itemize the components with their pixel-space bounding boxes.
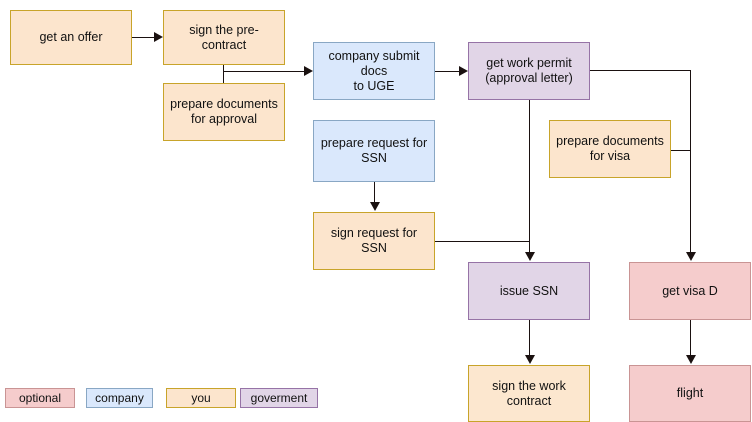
node-label: prepare documents for approval <box>170 97 278 126</box>
node-company-submit-docs-to-uge[interactable]: company submit docs to UGE <box>313 42 435 100</box>
edge-precontract-to-submit-arrow <box>304 66 313 76</box>
legend-label: you <box>191 391 211 405</box>
edge-precontract-to-submit-line <box>223 71 304 73</box>
legend-item-you: you <box>166 388 236 408</box>
legend-label: company <box>95 391 144 405</box>
edge-workpermit-to-getvisa-trunk <box>690 70 692 254</box>
node-label: sign the work contract <box>492 378 566 408</box>
node-prepare-request-for-ssn[interactable]: prepare request for SSN <box>313 120 435 182</box>
node-flight[interactable]: flight <box>629 365 751 422</box>
edge-submit-to-workpermit-arrow <box>459 66 468 76</box>
edge-offer-to-precontract-line <box>132 37 154 39</box>
edge-getvisa-to-flight-arrow <box>686 355 696 364</box>
node-label: prepare request for SSN <box>320 136 428 165</box>
node-prepare-documents-for-approval[interactable]: prepare documents for approval <box>163 83 285 141</box>
edge-offer-to-precontract-arrow <box>154 32 163 42</box>
legend-item-company: company <box>86 388 153 408</box>
legend-item-optional: optional <box>5 388 75 408</box>
edge-precontract-to-prepdocs-line <box>223 65 225 83</box>
legend-label: optional <box>18 391 62 405</box>
legend-label: goverment <box>250 391 308 405</box>
edge-workpermit-to-issuessn-arrow <box>525 252 535 261</box>
node-get-visa-d[interactable]: get visa D <box>629 262 751 320</box>
node-label: get visa D <box>662 283 718 298</box>
edge-issuessn-to-workcontract-line <box>529 320 531 357</box>
legend-item-goverment: goverment <box>240 388 318 408</box>
node-label: sign the pre-contract <box>189 22 259 52</box>
edge-prepssn-to-signssn-arrow <box>370 202 380 211</box>
edge-signssn-to-issuessn-line <box>435 241 530 243</box>
node-get-an-offer[interactable]: get an offer <box>10 10 132 65</box>
node-prepare-documents-for-visa[interactable]: prepare documents for visa <box>549 120 671 178</box>
edge-prepssn-to-signssn-line <box>374 182 376 204</box>
edge-workpermit-to-issuessn-line <box>529 100 531 252</box>
edge-submit-to-workpermit-line <box>435 71 459 73</box>
edge-getvisa-to-flight-line <box>690 320 692 357</box>
node-label: get work permit (approval letter) <box>485 56 573 85</box>
edge-visadocs-to-getvisa-line <box>671 150 691 152</box>
node-get-work-permit[interactable]: get work permit (approval letter) <box>468 42 590 100</box>
node-label: issue SSN <box>499 283 559 298</box>
node-sign-request-for-ssn[interactable]: sign request for SSN <box>313 212 435 270</box>
node-label: get an offer <box>39 30 103 44</box>
node-sign-the-pre-contract[interactable]: sign the pre-contract <box>163 10 285 65</box>
node-issue-ssn[interactable]: issue SSN <box>468 262 590 320</box>
edge-issuessn-to-workcontract-arrow <box>525 355 535 364</box>
node-label: flight <box>676 386 704 400</box>
node-label: company submit docs to UGE <box>328 48 420 93</box>
edge-workpermit-to-getvisa-arrow <box>686 252 696 261</box>
node-label: prepare documents for visa <box>556 134 664 163</box>
node-label: sign request for SSN <box>330 226 418 255</box>
node-sign-the-work-contract[interactable]: sign the work contract <box>468 365 590 422</box>
edge-workpermit-to-getvisa-top <box>590 70 691 72</box>
